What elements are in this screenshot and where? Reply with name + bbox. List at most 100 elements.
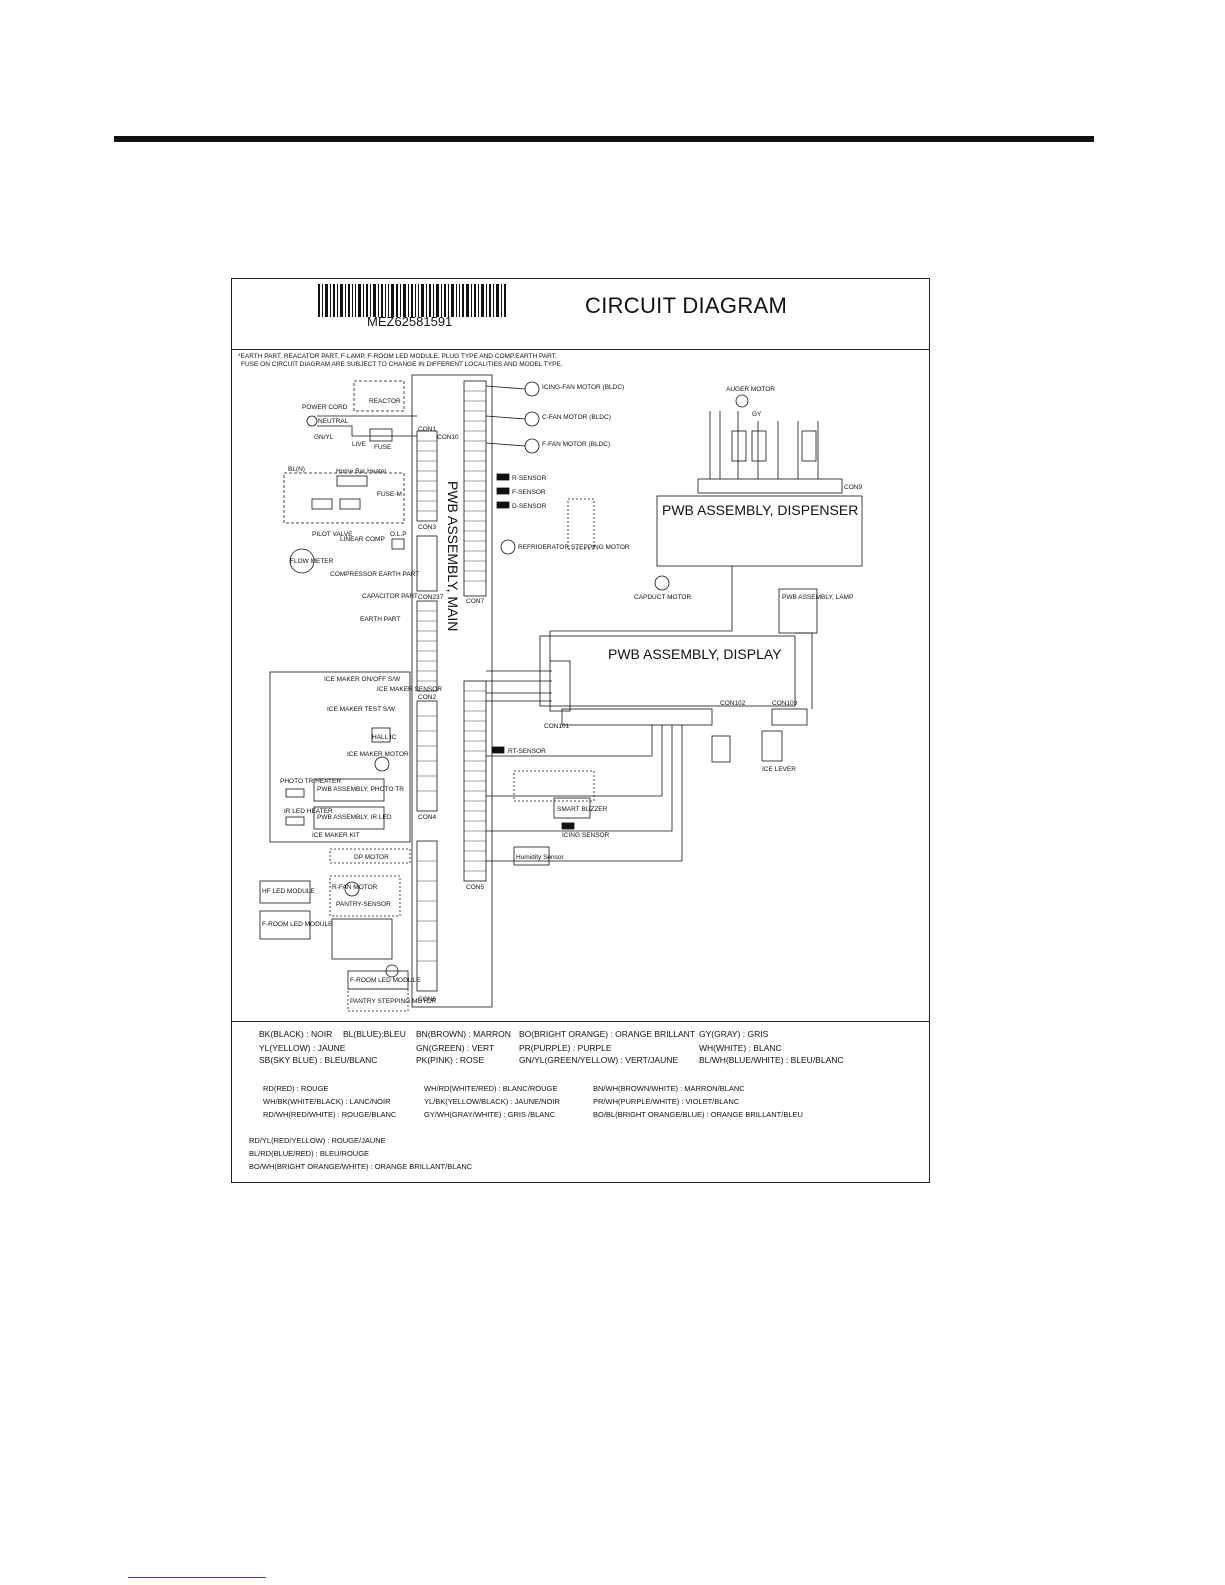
ir-heater [285,816,305,826]
fuse-box [369,428,393,442]
label-ir-heater: IR LED HEATER [284,808,333,815]
hall-ic-box [371,727,391,743]
label-f-fan: F-FAN MOTOR (BLDC) [542,441,610,448]
label-con1: CON1 [418,426,436,433]
icing-sensor-symbol [561,822,575,830]
con-left-mid [416,535,438,592]
legend-1-1: BK(BLACK) : NOIR [259,1029,333,1039]
label-ice-onoff: ICE MAKER ON/OFF S/W [324,676,401,683]
label-froom-led: F-ROOM LED MODULE [350,977,421,984]
note-line-2: FUSE ON CIRCUIT DIAGRAM ARE SUBJECT TO C… [241,361,563,368]
legend-2-1: YL(YELLOW) : JAUNE [259,1043,346,1053]
icing-fan-circle [524,381,540,397]
label-lamp: PWB ASSEMBLY, LAMP [782,594,853,601]
main-board [411,374,493,1008]
top-rule [114,136,1094,142]
flow-meter-circle [289,548,315,574]
label-live: LIVE [352,441,367,448]
label-ice-kit: ICE MAKER KIT [312,832,360,839]
label-ir-led: PWB ASSEMBLY, IR LED [317,814,392,821]
d-sensor-symbol [496,501,510,509]
circuit-diagram-sheet: MEZ62581591 CIRCUIT DIAGRAM *EARTH PART,… [231,278,930,1183]
label-bl-n: BL(N) [288,466,305,473]
door-sw-box2 [513,770,595,802]
legend-2-3: PR(PURPLE) : PURPLE [519,1043,612,1053]
label-con4: CON4 [418,814,436,821]
auger-circle [735,394,749,408]
label-fr-led: F-ROOM LED MODULE [262,921,333,928]
label-smart-buzzer: SMART BUZZER [557,806,608,813]
label-con103: CON103 [772,700,798,707]
label-dispenser-board: PWB ASSEMBLY, DISPENSER [662,502,858,518]
legend-3-3: GN/YL(GREEN/YELLOW) : VERT/JAUNE [519,1055,679,1065]
wiring-diagram: POWER CORD NEUTRAL LIVE GN/YL REACTOR FU… [259,374,862,1012]
ice-lever-box2 [711,735,731,763]
label-humidity: Humidity Sensor [516,854,565,861]
legend-2-4: WH(WHITE) : BLANC [699,1043,782,1053]
legend-5-1: WH/BK(WHITE/BLACK) : LANC/NOIR [263,1097,391,1106]
water-valve [801,430,817,462]
label-ref-stepping: REFRIGERATOR STEPPING MOTOR [518,544,630,551]
pantry-board [331,918,393,960]
heater-2 [311,498,333,510]
legend-3-4: BL/WH(BLUE/WHITE) : BLEU/BLANC [699,1055,844,1065]
label-hall-ic: HALL IC [372,734,397,741]
sheet-header: MEZ62581591 CIRCUIT DIAGRAM [232,279,929,350]
display-con-bottom [561,708,713,726]
ref-stepping-circle [500,539,516,555]
label-ice-test: ICE MAKER TEST S/W [327,706,396,713]
label-olp: O.L.P [390,531,407,538]
ice-maker-kit-box [269,671,411,843]
label-con102: CON102 [720,700,746,707]
label-home-bar: Home Bar Heater [336,468,387,475]
label-con10: CON10 [437,434,459,441]
smart-buzzer-box [553,797,591,819]
legend-6-1: RD/WH(RED/WHITE) : ROUGE/BLANC [263,1110,397,1119]
c-fan-circle [524,411,540,427]
dp-motor-box [329,848,411,864]
heater-3 [339,498,361,510]
label-pantry-sensor: PANTRY-SENSOR [336,901,391,908]
label-con6: CON6 [418,996,436,1003]
label-earth-part: EARTH PART [360,616,400,623]
legend-5-2: YL/BK(YELLOW/BLACK) : JAUNE/NOIR [424,1097,560,1106]
footer-link-underline [128,1577,266,1578]
label-con2: CON2 [418,694,436,701]
label-con9: CON9 [844,484,862,491]
label-gy: GY [752,411,762,418]
label-icing-sensor: ICING SENSOR [562,832,610,839]
label-ice-lever: ICE LEVER [762,766,796,773]
label-rt-sensor: RT-SENSOR [508,748,546,755]
label-c-fan: C-FAN MOTOR (BLDC) [542,414,611,421]
label-gn-yl: GN/YL [314,434,334,441]
legend-6-2: GY/WH(GRAY/WHITE) : GRIS /BLANC [424,1110,556,1119]
legend-3-2: PK(PINK) : ROSE [416,1055,485,1065]
legend-6-3: BO/BL(BRIGHT ORANGE/BLUE) : ORANGE BRILL… [593,1110,803,1119]
label-con101: CON101 [544,723,570,730]
label-main-board: PWB ASSEMBLY, MAIN [445,481,461,631]
part-number: MEZ62581591 [367,314,453,329]
legend-7-1: RD/YL(RED/YELLOW) : ROUGE/JAUNE [249,1136,386,1145]
label-con5: CON5 [466,884,484,891]
con-left-upper [416,430,438,522]
legend-4-3: BN/WH(BROWN/WHITE) : MARRON/BLANC [593,1084,745,1093]
photo-heater [285,788,305,798]
ir-led-board [313,806,385,830]
label-neutral: NEUTRAL [318,418,349,425]
label-con7: CON7 [466,598,484,605]
label-con237: CON237 [418,594,444,601]
display-con-left [549,660,571,712]
reactor-box [353,380,405,412]
legend-2-2: GN(GREEN) : VERT [416,1043,495,1053]
legend-1-3: BN(BROWN) : MARRON [416,1029,511,1039]
capduct-circle [654,575,670,591]
heater-box [283,472,405,524]
label-ice-sensor: ICE MAKER SENSOR [377,686,442,693]
label-r-sensor: R-SENSOR [512,475,547,482]
label-flow-meter: FLOW METER [290,558,334,565]
barcode [318,284,506,317]
label-photo-tr: PWB ASSEMBLY, PHOTO TR [317,786,404,793]
con-left-ice [416,700,438,812]
froom-led-box [259,910,311,940]
door-switch-box [567,498,595,550]
